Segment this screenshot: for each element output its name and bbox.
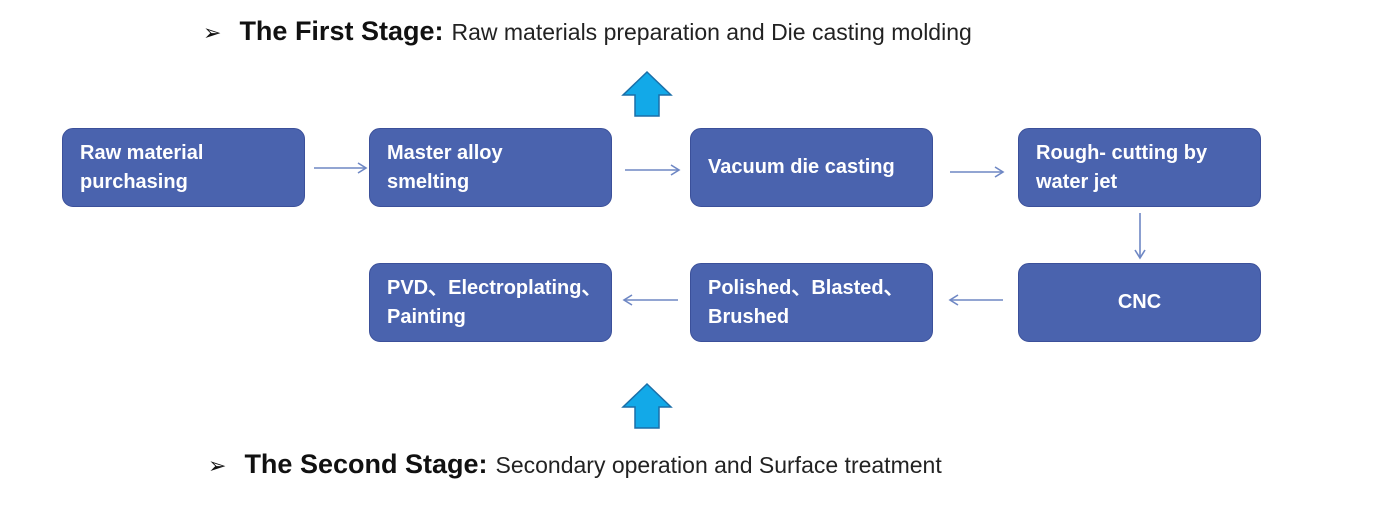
first-stage-title: The First Stage: [239,16,444,46]
step-rough-cutting: Rough- cutting by water jet [1018,128,1261,207]
arrow-polished-to-pvd [622,294,678,306]
step-label: Raw material purchasing [80,141,204,193]
second-stage-description: Secondary operation and Surface treatmen… [495,452,942,478]
second-stage-title: The Second Stage: [244,449,488,479]
step-label: Polished、Blasted、Brushed [708,276,904,328]
step-label: Vacuum die casting [708,156,895,178]
arrow-rough-to-cnc [1134,213,1146,260]
step-polished-blasted-brushed: Polished、Blasted、Brushed [690,263,933,342]
step-master-alloy-smelting: Master alloy smelting [369,128,612,207]
arrow-bullet-icon: ➢ [208,454,227,479]
arrow-cnc-to-polished [948,294,1003,306]
arrow-vacuum-to-rough [950,166,1005,178]
up-arrow-icon [621,382,673,429]
step-label: Master alloy smelting [387,141,503,193]
up-arrow-icon [621,70,673,117]
step-label: CNC [1117,291,1162,313]
step-pvd-electroplating-painting: PVD、Electroplating、Painting [369,263,612,342]
second-stage-heading: ➢ The Second Stage: Secondary operation … [208,449,942,480]
first-stage-description: Raw materials preparation and Die castin… [451,19,972,45]
first-stage-heading: ➢ The First Stage: Raw materials prepara… [203,16,972,47]
arrow-bullet-icon: ➢ [203,21,222,46]
step-raw-material-purchasing: Raw material purchasing [62,128,305,207]
step-label: Rough- cutting by water jet [1036,141,1208,193]
arrow-master-to-vacuum [625,164,681,176]
step-label: PVD、Electroplating、Painting [387,276,602,328]
step-vacuum-die-casting: Vacuum die casting [690,128,933,207]
step-cnc: CNC [1018,263,1261,342]
arrow-raw-to-master [314,162,368,174]
